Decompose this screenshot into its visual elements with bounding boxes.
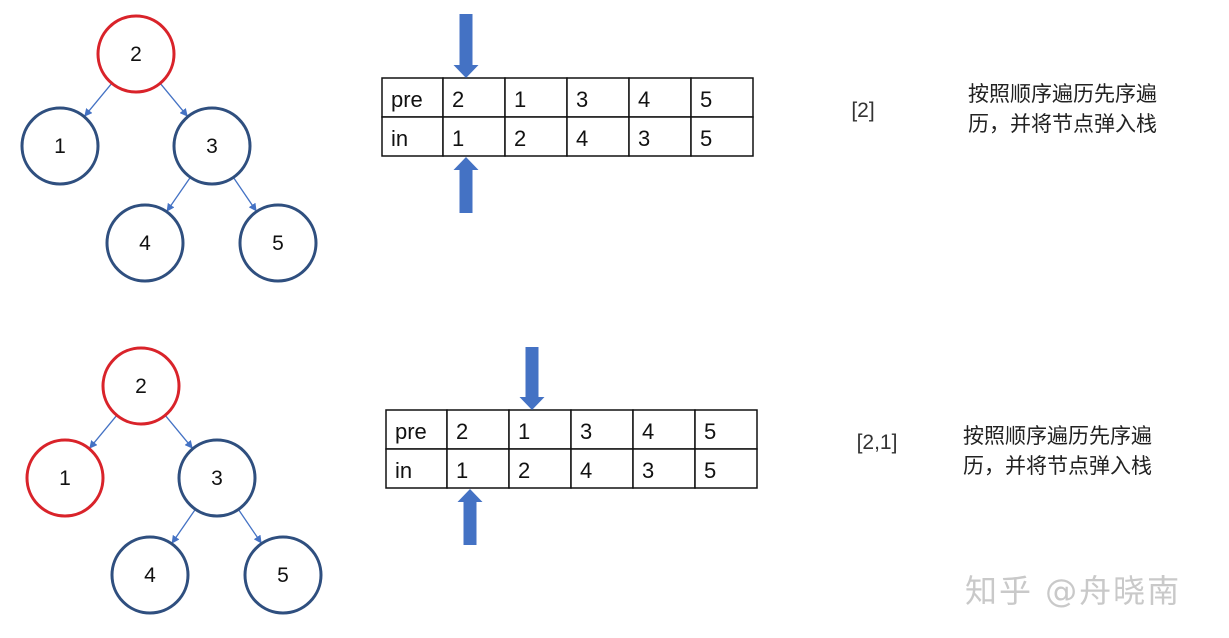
pre-pointer-arrow — [519, 347, 545, 410]
tree-edge-3-5 — [237, 509, 262, 544]
tree-node-label: 2 — [130, 43, 142, 66]
table-cell-value: 4 — [638, 87, 650, 112]
tree-node-3 — [177, 438, 257, 518]
table-cell — [570, 448, 634, 489]
tree-node-label: 5 — [272, 232, 284, 255]
tree-node-label: 3 — [211, 467, 223, 490]
watermark: 知乎 @舟晓南 — [965, 572, 1182, 610]
table-cell-value: 5 — [704, 458, 716, 483]
step-1-description: 按照顺序遍历先序遍历，并将节点弹入栈 — [968, 82, 1157, 136]
table-cell-value: 1 — [452, 126, 464, 151]
table-cell-value: 2 — [456, 419, 468, 444]
tree-node-label: 1 — [54, 135, 66, 158]
table-cell-value: 3 — [642, 458, 654, 483]
table-cell — [504, 116, 568, 157]
table-cell-value: 1 — [456, 458, 468, 483]
tree-node-4 — [110, 535, 190, 615]
table-header-cell — [381, 116, 444, 157]
table-row-header: pre — [395, 419, 427, 444]
table-cell-value: 5 — [700, 87, 712, 112]
tree-edge-3-4 — [171, 508, 196, 544]
table-row-header: pre — [391, 87, 423, 112]
table-row-header: in — [391, 126, 408, 151]
table-header-cell — [385, 409, 448, 450]
table-cell-value: 3 — [638, 126, 650, 151]
tree-node-label: 3 — [206, 135, 218, 158]
table-cell-value: 2 — [518, 458, 530, 483]
tree-node-label: 5 — [277, 564, 289, 587]
tree-edge-2-3 — [164, 414, 193, 449]
stack-contents: [2] — [851, 99, 874, 122]
table-cell-value: 3 — [580, 419, 592, 444]
tree-node-label: 1 — [59, 467, 71, 490]
tree-node-5 — [238, 203, 318, 283]
table-cell-value: 1 — [514, 87, 526, 112]
in-pointer-arrow — [453, 157, 479, 213]
table-row-header: in — [395, 458, 412, 483]
tree-node-1 — [20, 106, 100, 186]
tree-edge-3-5 — [232, 177, 257, 212]
stack-contents: [2,1] — [857, 431, 898, 454]
table-cell-value: 2 — [514, 126, 526, 151]
table-cell-value: 5 — [700, 126, 712, 151]
table-cell — [694, 409, 758, 450]
tree-node-3 — [172, 106, 252, 186]
table-cell-value: 4 — [576, 126, 588, 151]
table-cell — [508, 448, 572, 489]
table-cell — [632, 409, 696, 450]
table-cell-value: 4 — [642, 419, 654, 444]
table-cell — [566, 116, 630, 157]
tree-edge-3-4 — [166, 176, 191, 212]
in-pointer-arrow — [457, 489, 483, 545]
table-cell-value: 5 — [704, 419, 716, 444]
table-cell — [632, 448, 696, 489]
table-cell-value: 4 — [580, 458, 592, 483]
tree-node-4 — [105, 203, 185, 283]
tree-node-1 — [25, 438, 105, 518]
table-cell — [628, 116, 692, 157]
tree-node-label: 4 — [139, 232, 151, 255]
table-cell — [690, 116, 754, 157]
tree-node-2 — [96, 14, 176, 94]
pre-pointer-arrow — [453, 14, 479, 78]
table-cell-value: 1 — [518, 419, 530, 444]
step-2-description: 按照顺序遍历先序遍历，并将节点弹入栈 — [963, 424, 1152, 478]
tree-edge-2-1 — [89, 414, 118, 449]
table-cell — [694, 448, 758, 489]
table-cell — [628, 77, 692, 118]
tree-node-label: 2 — [135, 375, 147, 398]
tree-node-5 — [243, 535, 323, 615]
step-1: 2 1 3 4 5 pre 2 1 3 4 5 in 1 2 4 3 5 [2] — [20, 14, 875, 283]
table-cell-value: 2 — [452, 87, 464, 112]
step-2: 2 1 3 4 5 pre 2 1 3 4 5 in 1 2 4 3 5 [2,1] — [25, 346, 898, 615]
table-cell — [508, 409, 572, 450]
tree-edge-2-3 — [159, 82, 188, 117]
tree-node-2 — [101, 346, 181, 426]
tree-edge-2-1 — [84, 82, 113, 117]
tree-node-label: 4 — [144, 564, 156, 587]
table-cell-value: 3 — [576, 87, 588, 112]
